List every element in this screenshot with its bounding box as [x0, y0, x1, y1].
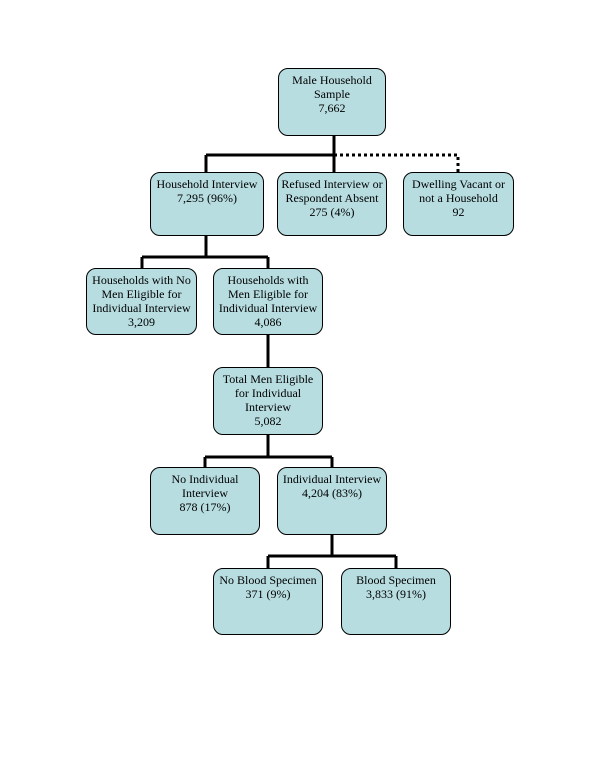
- node-text: Household Interview: [156, 177, 258, 191]
- node-text: 7,662: [318, 101, 346, 115]
- node-text: Individual Interview: [218, 301, 318, 315]
- dwelling-vacant-box: Dwelling Vacant or not a Household 92: [403, 172, 514, 236]
- node-text: No Blood Specimen: [219, 573, 317, 587]
- total-men-eligible-box: Total Men Eligible for Individual Interv…: [213, 367, 323, 435]
- node-text: 92: [452, 205, 465, 219]
- households-no-men-eligible-box: Households with No Men Eligible for Indi…: [86, 268, 197, 335]
- household-interview-box: Household Interview 7,295 (96%): [150, 172, 264, 236]
- node-text: 275 (4%): [309, 205, 355, 219]
- node-text: Individual Interview: [282, 472, 382, 486]
- node-text: Male Household: [292, 73, 372, 87]
- no-blood-specimen-box: No Blood Specimen 371 (9%): [213, 568, 323, 635]
- node-text: Refused Interview or: [281, 177, 383, 191]
- individual-interview-box: Individual Interview 4,204 (83%): [277, 467, 387, 535]
- node-text: 878 (17%): [179, 500, 231, 514]
- connector-to-dwelling-vacant-dotted: [334, 153, 460, 172]
- node-text: Individual Interview: [92, 301, 191, 315]
- node-text: 4,086: [254, 315, 282, 329]
- node-text: Men Eligible for: [101, 287, 182, 301]
- node-text: Households with No: [92, 273, 191, 287]
- refused-interview-box: Refused Interview or Respondent Absent 2…: [277, 172, 387, 236]
- node-text: Blood Specimen: [356, 573, 436, 587]
- node-text: 371 (9%): [245, 587, 291, 601]
- blood-specimen-box: Blood Specimen 3,833 (91%): [341, 568, 451, 635]
- node-text: No Individual: [171, 472, 239, 486]
- node-text: 3,833 (91%): [366, 587, 426, 601]
- node-text: Interview: [245, 400, 291, 414]
- male-household-sample-box: Male Household Sample 7,662: [278, 68, 386, 136]
- node-text: 3,209: [128, 315, 155, 329]
- node-text: Respondent Absent: [285, 191, 379, 205]
- no-individual-interview-box: No Individual Interview 878 (17%): [150, 467, 260, 535]
- node-text: 4,204 (83%): [302, 486, 362, 500]
- node-text: Interview: [182, 486, 228, 500]
- node-text: Men Eligible for: [228, 287, 308, 301]
- node-text: 7,295 (96%): [177, 191, 237, 205]
- node-text: not a Household: [419, 191, 498, 205]
- node-text: for Individual: [234, 386, 302, 400]
- node-text: Sample: [314, 87, 350, 101]
- households-men-eligible-box: Households with Men Eligible for Individ…: [213, 268, 323, 335]
- node-text: Households with: [227, 273, 309, 287]
- node-text: Total Men Eligible: [222, 372, 314, 386]
- node-text: Dwelling Vacant or: [411, 177, 506, 191]
- node-text: 5,082: [254, 414, 282, 428]
